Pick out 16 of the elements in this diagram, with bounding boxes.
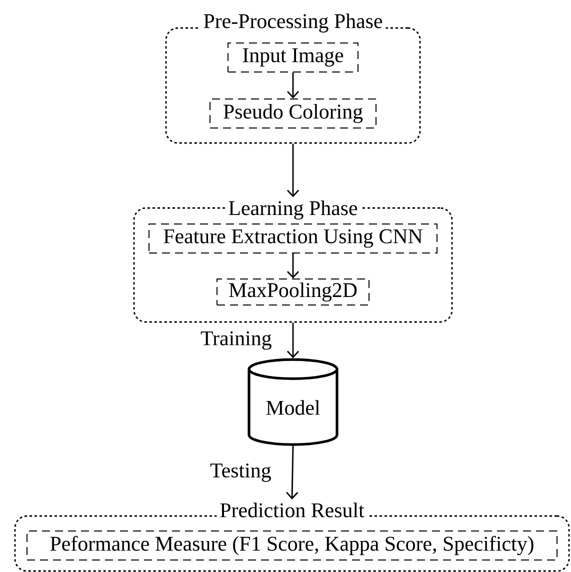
arrow [286, 72, 300, 98]
arrow [286, 144, 300, 198]
group-heading: Prediction Result [216, 500, 368, 520]
edge-label: Training [200, 330, 273, 351]
group-heading: Pre-Processing Phase [200, 10, 386, 36]
edge-label: Testing [209, 462, 272, 483]
process-box: Peformance Measure (F1 Score, Kappa Score, Specificty) [26, 530, 558, 560]
arrow [286, 446, 298, 500]
process-box: Feature Extraction Using CNN [148, 224, 438, 254]
arrow [286, 322, 300, 358]
group-heading: Learning Phase [225, 197, 361, 223]
database-cylinder: Model [248, 358, 338, 446]
process-box: MaxPooling2D [216, 278, 370, 306]
arrow [286, 254, 300, 278]
process-box: Input Image [228, 42, 358, 72]
process-box: Pseudo Coloring [210, 98, 376, 128]
